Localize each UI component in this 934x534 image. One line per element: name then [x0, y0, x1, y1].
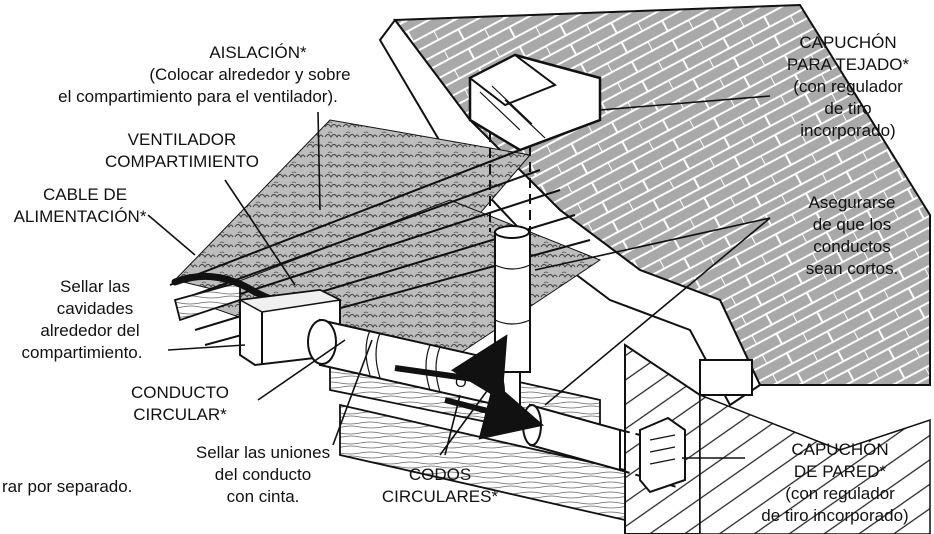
- svg-text:incorporado): incorporado): [800, 121, 895, 140]
- svg-text:VENTILADOR: VENTILADOR: [128, 130, 237, 149]
- svg-text:ALIMENTACIÓN*: ALIMENTACIÓN*: [14, 207, 147, 226]
- duct-tape-joint: [365, 329, 381, 379]
- label-seal-cavities: Sellar las cavidades alrededor del compa…: [22, 277, 143, 362]
- svg-text:alrededor del: alrededor del: [40, 321, 139, 340]
- svg-text:CODOS: CODOS: [409, 465, 471, 484]
- svg-text:DE PARED*: DE PARED*: [794, 462, 887, 481]
- svg-text:del conducto: del conducto: [215, 465, 311, 484]
- svg-text:con cinta.: con cinta.: [227, 487, 300, 506]
- label-round-elbows: CODOS CIRCULARES*: [382, 465, 499, 506]
- svg-text:PARA TEJADO*: PARA TEJADO*: [787, 55, 910, 74]
- label-wall-cap: CAPUCHÓN DE PARED* (con regulador de tir…: [761, 440, 908, 525]
- svg-text:CIRCULAR*: CIRCULAR*: [133, 405, 227, 424]
- label-short-ducts: Asegurarse de que los conductos sean cor…: [806, 193, 899, 278]
- leader-lines: [147, 95, 771, 459]
- svg-text:(Colocar alrededor y sobre: (Colocar alrededor y sobre: [149, 65, 350, 84]
- svg-text:(con regulador: (con regulador: [793, 77, 903, 96]
- label-fan-housing: VENTILADOR COMPARTIMIENTO: [105, 130, 259, 171]
- joist-lower: [339, 403, 626, 522]
- svg-text:AISLACIÓN*: AISLACIÓN*: [209, 43, 307, 62]
- svg-text:Sellar las: Sellar las: [60, 277, 130, 296]
- svg-text:el compartimiento para el vent: el compartimiento para el ventilador).: [58, 87, 338, 106]
- airflow-arrows: O: [394, 334, 545, 440]
- svg-text:compartimiento.: compartimiento.: [22, 343, 143, 362]
- gutter-block: [699, 359, 753, 396]
- svg-text:CAPUCHÓN: CAPUCHÓN: [799, 33, 896, 52]
- wall-cap: [639, 416, 686, 494]
- footnote: rar por separado.: [2, 477, 132, 496]
- label-power-cable: CABLE DE ALIMENTACIÓN*: [14, 185, 147, 226]
- elbow-mark: O: [455, 374, 467, 391]
- svg-text:CAPUCHÓN: CAPUCHÓN: [791, 440, 888, 459]
- svg-text:Sellar las uniones: Sellar las uniones: [196, 443, 330, 462]
- svg-text:(con regulador: (con regulador: [785, 484, 895, 503]
- svg-text:COMPARTIMIENTO: COMPARTIMIENTO: [105, 152, 259, 171]
- label-roof-cap: CAPUCHÓN PARA TEJADO* (con regulador de …: [787, 33, 910, 140]
- svg-text:sean cortos.: sean cortos.: [806, 259, 899, 278]
- svg-text:de que los: de que los: [813, 215, 891, 234]
- label-round-duct: CONDUCTO CIRCULAR*: [131, 383, 229, 424]
- svg-text:CABLE DE: CABLE DE: [43, 185, 127, 204]
- label-seal-joints: Sellar las uniones del conducto con cint…: [196, 443, 330, 506]
- svg-text:CIRCULARES*: CIRCULARES*: [382, 487, 499, 506]
- svg-text:Asegurarse: Asegurarse: [809, 193, 896, 212]
- label-insulation: AISLACIÓN* (Colocar alrededor y sobre el…: [58, 43, 350, 106]
- svg-text:de tiro: de tiro: [824, 99, 871, 118]
- svg-text:de tiro incorporado): de tiro incorporado): [761, 506, 908, 525]
- svg-text:CONDUCTO: CONDUCTO: [131, 383, 229, 402]
- svg-text:conductos: conductos: [813, 237, 891, 256]
- roof-cap: [468, 53, 602, 152]
- svg-text:cavidades: cavidades: [57, 299, 134, 318]
